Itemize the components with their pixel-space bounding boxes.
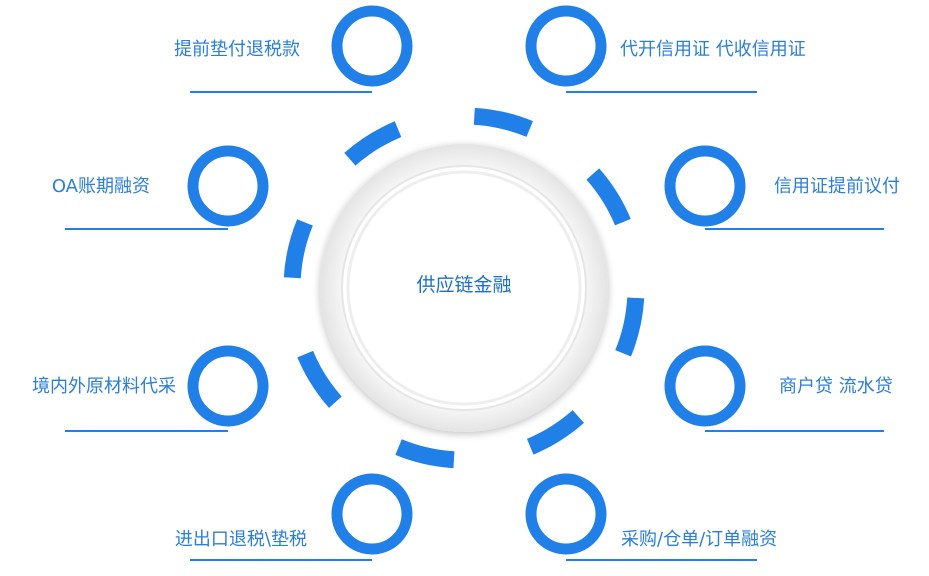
label-lc-issue-collect: 代开信用证 代收信用证 <box>620 39 806 60</box>
node-circle-oa-finance <box>187 145 269 227</box>
node-circle-import-export-tax <box>331 473 413 555</box>
node-circle-prepay-tax-refund <box>331 5 413 87</box>
label-merchant-loan: 商户贷 流水贷 <box>779 376 893 397</box>
node-circle-lc-issue-collect <box>525 5 607 87</box>
label-prepay-tax-refund: 提前垫付退税款 <box>174 39 300 60</box>
node-circle-raw-material <box>187 345 269 427</box>
label-warehouse-finance: 采购/仓单/订单融资 <box>621 529 778 550</box>
label-oa-finance: OA账期融资 <box>51 176 150 197</box>
center-hub <box>320 144 608 432</box>
label-import-export-tax: 进出口退税\垫税 <box>174 529 307 550</box>
center-title: 供应链金融 <box>416 274 512 296</box>
node-layer <box>65 5 884 561</box>
hub-inner-ring-line <box>346 170 582 406</box>
hub-inner-ring <box>341 165 587 411</box>
label-raw-material: 境内外原材料代采 <box>32 376 176 397</box>
label-lc-early-payment: 信用证提前议付 <box>774 176 900 197</box>
node-circle-warehouse-finance <box>525 473 607 555</box>
node-circle-lc-early-payment <box>664 145 746 227</box>
node-circle-merchant-loan <box>664 345 746 427</box>
